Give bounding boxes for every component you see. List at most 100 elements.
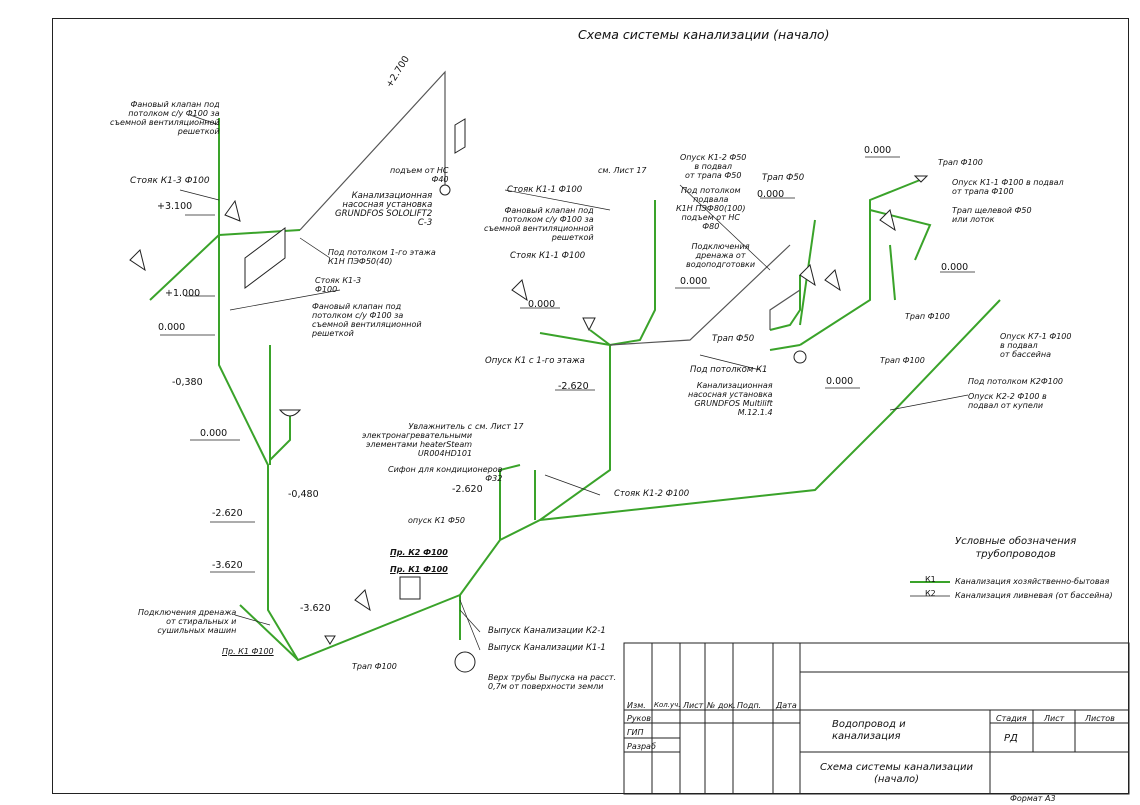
note-fan-valve: Фановый клапан под потолком с/у Ф100 за … bbox=[110, 100, 220, 136]
stamp-gip: ГИП bbox=[627, 728, 644, 737]
note-trap: Трап Ф100 bbox=[905, 312, 950, 321]
note-drop: Опуск К7-1 Ф100 в подвал от бассейна bbox=[1000, 332, 1072, 359]
legend-heading: Условные обозначения трубопроводов bbox=[955, 536, 1077, 560]
level-label: -2.620 bbox=[212, 508, 243, 519]
stamp-project: Водопровод и канализация bbox=[832, 719, 906, 742]
leader-lines bbox=[179, 114, 969, 651]
note-trap: Трап Ф100 bbox=[352, 662, 397, 671]
note-riser: Стояк К1-3 Ф100 bbox=[130, 176, 210, 186]
stamp-list: Лист bbox=[683, 701, 704, 710]
stamp-razrab: Разраб bbox=[627, 742, 656, 751]
stamp-stadia-value: РД bbox=[1004, 733, 1018, 744]
outlet-icon bbox=[454, 651, 476, 673]
legend-k2-text: Канализация ливневая (от бассейна) bbox=[955, 591, 1113, 600]
format-label: Формат А3 bbox=[1010, 794, 1056, 803]
note-outlet: Пр. К1 Ф100 bbox=[222, 647, 274, 656]
note-humidifier: Увлажнитель с электронагревательными эле… bbox=[362, 422, 473, 458]
sink-icon bbox=[824, 269, 841, 292]
note-pump: Канализационная насосная установка GRUND… bbox=[688, 381, 773, 417]
stamp-ndok: № док. bbox=[707, 701, 736, 710]
note-drop: Опуск К1 с 1-го этажа bbox=[485, 356, 585, 366]
legend-k1-code: К1 bbox=[925, 575, 936, 584]
pump2-icon bbox=[793, 350, 807, 364]
level-label: 0.000 bbox=[158, 322, 186, 333]
sink-icon bbox=[799, 264, 816, 287]
note-drop: Опуск К1-2 Ф50 в подвал от трапа Ф50 bbox=[680, 153, 747, 180]
sink-icon bbox=[224, 199, 241, 222]
note-outlet: Выпуск Канализации К1-1 bbox=[488, 643, 606, 653]
trap-icon bbox=[324, 635, 336, 645]
trap-icon bbox=[582, 317, 596, 332]
note-pipe-top: Верх трубы Выпуска на расст. 0,7м от пов… bbox=[488, 673, 617, 691]
stamp-list-h: Лист bbox=[1044, 714, 1065, 723]
level-label: 0.000 bbox=[680, 276, 708, 287]
note-drop: Опуск К1-1 Ф100 в подвал от трапа Ф100 bbox=[952, 178, 1064, 196]
level-label: 0.000 bbox=[528, 299, 556, 310]
note-see-sheet: см. Лист 17 bbox=[475, 422, 524, 431]
note-riser: Стояк К1-3 Ф100 bbox=[315, 276, 362, 294]
page-title: Схема системы канализации (начало) bbox=[578, 27, 830, 42]
k2-and-pressure-lines bbox=[299, 70, 801, 346]
note-trap: Трап Ф100 bbox=[938, 158, 983, 167]
note-pump: Канализационная насосная установка GRUND… bbox=[335, 191, 433, 228]
note-ceiling: Под потолком 1-го этажа К1Н ПЭФ50(40) bbox=[328, 248, 436, 266]
trap-icon bbox=[913, 175, 929, 183]
sink-icon bbox=[354, 589, 371, 612]
level-label: -2.620 bbox=[558, 381, 589, 392]
sink-icon bbox=[244, 227, 286, 289]
sink-icon bbox=[129, 249, 146, 272]
stamp-kol: Кол.уч. bbox=[654, 701, 681, 709]
level-label: +3.100 bbox=[157, 201, 193, 212]
stamp-grid bbox=[623, 642, 1130, 795]
stamp-stadia: Стадия bbox=[996, 714, 1027, 723]
level-label: -2.620 bbox=[452, 484, 483, 495]
drawing-frame bbox=[52, 18, 1129, 794]
note-drain: Подключения дренажа от водоподготовки bbox=[686, 242, 756, 269]
note-riser: Стояк К1-1 Ф100 bbox=[510, 251, 586, 261]
note-fan-valve: Фановый клапан под потолком с/у Ф100 за … bbox=[484, 206, 594, 242]
stamp-izm: Изм. bbox=[627, 701, 646, 710]
note-riser: Стояк К1-1 Ф100 bbox=[507, 185, 583, 195]
stamp-podp: Подп. bbox=[737, 701, 762, 710]
note-outlet: Пр. К2 Ф100 bbox=[390, 548, 448, 557]
note-fan-valve: Фановый клапан под потолком с/у Ф100 за … bbox=[312, 302, 422, 338]
sink-icon bbox=[454, 118, 466, 154]
level-label: 0.000 bbox=[757, 189, 785, 200]
stamp-listov: Листов bbox=[1085, 714, 1115, 723]
level-label: -0,480 bbox=[288, 489, 319, 500]
stamp-rukov: Руков. bbox=[627, 714, 654, 723]
note-trap: Трап щелевой Ф50 или лоток bbox=[952, 206, 1032, 224]
stamp-sheet-title: Схема системы канализации (начало) bbox=[820, 762, 973, 785]
note-ceiling: Под потолком К2Ф100 bbox=[968, 377, 1064, 386]
sink-icon bbox=[278, 409, 302, 417]
equipment-icon bbox=[399, 576, 421, 600]
legend-k1-text: Канализация хозяйственно-бытовая bbox=[955, 577, 1110, 586]
fixtures bbox=[129, 118, 929, 673]
level-label: 0.000 bbox=[941, 262, 969, 273]
level-label: 0.000 bbox=[200, 428, 228, 439]
stamp-data: Дата bbox=[776, 701, 797, 710]
level-label: +1.000 bbox=[165, 288, 201, 299]
note-siphon: Сифон для кондиционеров Ф32 bbox=[388, 465, 503, 483]
level-label: -3.620 bbox=[300, 603, 331, 614]
note-ceiling: Под потолком подвала К1Н ПЭФ80(100) подъ… bbox=[676, 186, 746, 231]
note-see-sheet: см. Лист 17 bbox=[598, 166, 647, 175]
note-outlet: Пр. К1 Ф100 bbox=[390, 565, 448, 574]
note-trap: Трап Ф100 bbox=[880, 356, 925, 365]
sink-icon bbox=[511, 279, 528, 302]
note-outlet: Выпуск Канализации К2-1 bbox=[488, 626, 606, 636]
note-trap: Трап Ф50 bbox=[762, 173, 805, 183]
note-drop: Опуск К2-2 Ф100 в подвал от купели bbox=[968, 392, 1047, 410]
sink-icon bbox=[879, 209, 896, 232]
legend-k2-code: К2 bbox=[925, 589, 936, 598]
note-trap: Трап Ф50 bbox=[712, 334, 755, 344]
note-ceiling: Под потолком К1 bbox=[690, 365, 768, 375]
note-drain: Подключения дренажа от стиральных и суши… bbox=[138, 608, 237, 635]
level-label: 0.000 bbox=[826, 376, 854, 387]
level-label: -3.620 bbox=[212, 560, 243, 571]
pump1-icon bbox=[439, 184, 451, 196]
note-riser: Стояк К1-2 Ф100 bbox=[614, 489, 690, 499]
note-drop: опуск К1 Ф50 bbox=[408, 516, 466, 525]
level-markers bbox=[160, 156, 975, 573]
